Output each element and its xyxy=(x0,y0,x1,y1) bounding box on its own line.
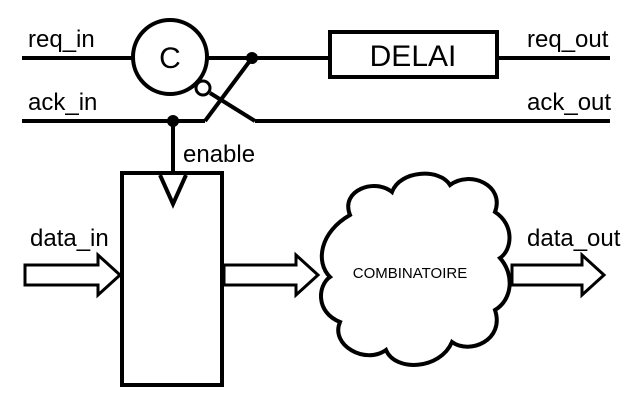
inversion-bubble xyxy=(194,79,212,97)
enable-input-marker xyxy=(158,174,188,209)
data-out-label: data_out xyxy=(527,225,621,252)
data-in-label: data_in xyxy=(30,225,109,252)
data-in-arrow xyxy=(23,251,123,299)
req-junction-dot xyxy=(246,52,258,64)
register-to-logic-arrow xyxy=(222,251,321,299)
data-out-arrow xyxy=(510,251,607,299)
register-block xyxy=(120,171,224,387)
delay-block-label: DELAI xyxy=(370,40,457,73)
delay-block xyxy=(328,30,499,79)
c-element-label: C xyxy=(159,42,181,75)
req-out-label: req_out xyxy=(527,26,609,53)
ack-inverted-wire xyxy=(208,91,257,123)
ack-in-label: ack_in xyxy=(28,89,97,116)
combinational-logic-label: COMBINATOIRE xyxy=(353,265,467,282)
enable-label: enable xyxy=(183,141,255,168)
ack-out-label: ack_out xyxy=(527,89,611,116)
req-in-label: req_in xyxy=(28,26,95,53)
ack-feedback-wire xyxy=(203,56,254,123)
c-element xyxy=(131,18,209,96)
combinational-logic-cloud xyxy=(319,171,512,367)
